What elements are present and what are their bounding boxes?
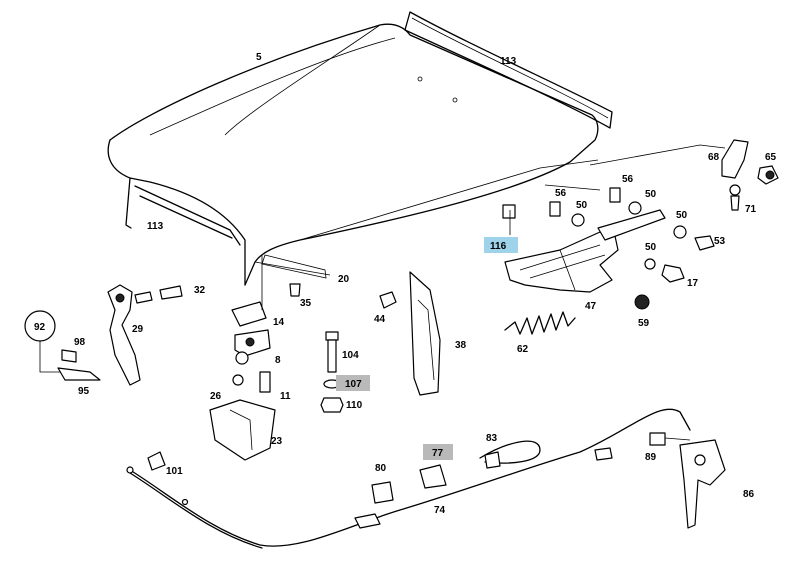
label-29: 29 — [132, 324, 144, 335]
hood — [107, 23, 599, 286]
bracket-68 — [589, 139, 779, 211]
label-77: 77 — [432, 448, 444, 459]
label-53: 53 — [714, 236, 726, 247]
clip-101 — [147, 451, 166, 471]
label-50: 50 — [645, 189, 657, 200]
label-56: 56 — [622, 174, 634, 185]
highlight-107 — [336, 375, 370, 391]
label-86: 86 — [743, 489, 755, 500]
seal-top — [404, 11, 613, 129]
latch-assembly — [209, 255, 301, 461]
label-80: 80 — [375, 463, 387, 474]
label-95: 95 — [78, 386, 90, 397]
label-44: 44 — [374, 314, 386, 325]
highlight-77 — [423, 444, 453, 460]
label-71: 71 — [745, 204, 757, 215]
label-83: 83 — [486, 433, 498, 444]
label-50: 50 — [676, 210, 688, 221]
part-labels: 5 113 113 68 65 56 56 50 50 50 50 71 53 … — [34, 52, 777, 516]
highlight-116 — [484, 237, 518, 253]
label-32: 32 — [194, 285, 206, 296]
label-98: 98 — [74, 337, 86, 348]
release-lever-86 — [649, 432, 726, 529]
label-5: 5 — [256, 52, 262, 63]
hinge-29 — [107, 284, 183, 386]
label-113: 113 — [500, 56, 517, 67]
cable-74 — [126, 408, 691, 549]
label-101: 101 — [166, 466, 183, 477]
label-47: 47 — [585, 301, 597, 312]
label-107: 107 — [345, 379, 362, 390]
label-8: 8 — [275, 355, 281, 366]
panel-38 — [409, 271, 441, 396]
label-50: 50 — [645, 242, 657, 253]
label-35: 35 — [300, 298, 312, 309]
label-14: 14 — [273, 317, 285, 328]
label-62: 62 — [517, 344, 529, 355]
strap-83 — [479, 440, 541, 469]
label-74: 74 — [434, 505, 446, 516]
label-113: 113 — [147, 221, 164, 232]
bracket-95 — [24, 310, 101, 381]
label-92: 92 — [34, 322, 46, 333]
label-26: 26 — [210, 391, 222, 402]
label-38: 38 — [455, 340, 467, 351]
label-59: 59 — [638, 318, 650, 329]
label-89: 89 — [645, 452, 657, 463]
clips-80-77 — [371, 464, 447, 504]
label-11: 11 — [280, 391, 291, 402]
label-110: 110 — [346, 400, 363, 411]
label-56: 56 — [555, 188, 567, 199]
spring-62 — [504, 311, 576, 335]
fasteners-104 — [320, 291, 397, 413]
label-17: 17 — [687, 278, 699, 289]
label-116: 116 — [490, 241, 507, 252]
label-68: 68 — [708, 152, 720, 163]
hinge-assembly — [502, 184, 715, 310]
label-50: 50 — [576, 200, 588, 211]
label-20: 20 — [338, 274, 350, 285]
label-65: 65 — [765, 152, 777, 163]
label-104: 104 — [342, 350, 359, 361]
label-23: 23 — [271, 436, 283, 447]
